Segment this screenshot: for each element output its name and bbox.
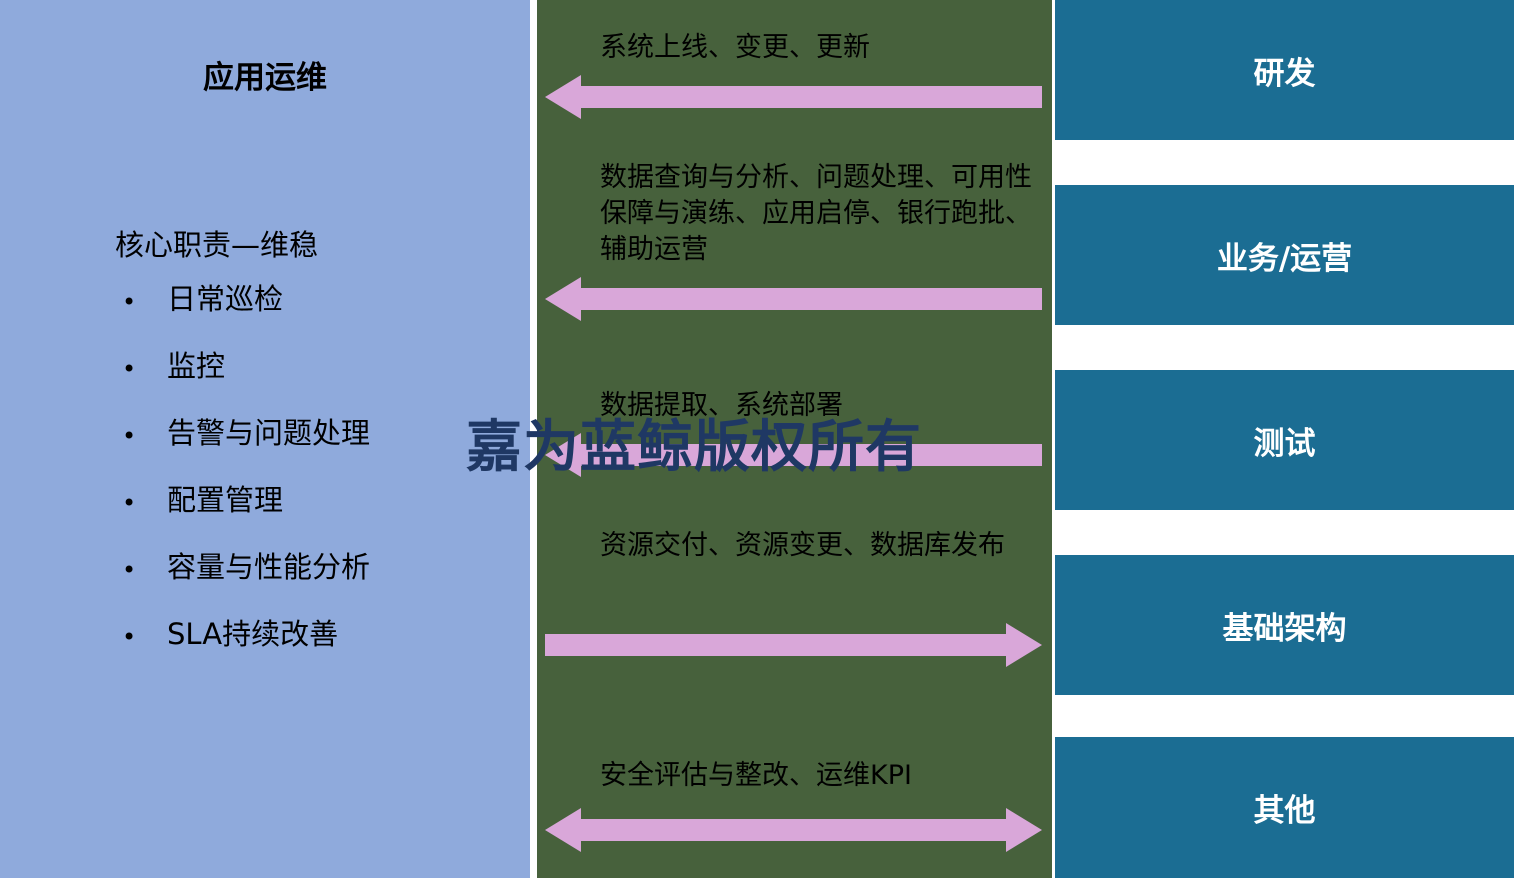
arrow-bar [581, 444, 1042, 466]
list-item: • 监控 [120, 348, 370, 385]
bullet-icon: • [122, 623, 137, 651]
bullet-icon: • [122, 355, 137, 383]
list-item: • 容量与性能分析 [120, 549, 370, 586]
subtitle: 核心职责—维稳 [115, 228, 319, 262]
list-item: • 日常巡检 [120, 281, 370, 318]
arrow-head [545, 277, 581, 321]
flow-label-5: 安全评估与整改、运维KPI [600, 760, 912, 791]
flow-label-1: 系统上线、变更、更新 [600, 32, 870, 63]
right-arrow-icon [545, 623, 1042, 667]
list-item: • 告警与问题处理 [120, 415, 370, 452]
watermark: 嘉为蓝鲸版权所有 [466, 415, 922, 480]
arrow-head [545, 75, 581, 119]
responsibility-list: • 日常巡检 • 监控 • 告警与问题处理 • 配置管理 • 容量与性能分析 • SLA持续… [120, 281, 370, 683]
left-arrow-icon [545, 277, 1042, 321]
dept-box-other: 其他 [1055, 737, 1514, 878]
arrow-bar [581, 288, 1042, 310]
flow-label-4: 资源交付、资源变更、数据库发布 [600, 530, 1005, 561]
arrow-head [1006, 623, 1042, 667]
flow-label-3: 数据提取、系统部署 [600, 390, 843, 421]
bullet-icon: • [122, 489, 137, 517]
list-item-label: 容量与性能分析 [167, 550, 371, 584]
left-panel: 应用运维 核心职责—维稳 • 日常巡检 • 监控 • 告警与问题处理 • 配置管理 • 容… [0, 0, 530, 878]
list-item-label: 配置管理 [167, 483, 284, 517]
double-arrow-icon [545, 808, 1042, 852]
arrow-head [545, 808, 581, 852]
page-title: 应用运维 [203, 60, 327, 96]
dept-box-business-ops: 业务/运营 [1055, 185, 1514, 325]
dept-box-rd: 研发 [1055, 0, 1514, 140]
left-arrow-icon [545, 75, 1042, 119]
list-item: • SLA持续改善 [120, 616, 370, 653]
flow-column [537, 0, 1052, 878]
list-item-label: SLA持续改善 [167, 617, 339, 651]
list-item-label: 日常巡检 [167, 282, 284, 316]
list-item-label: 监控 [167, 349, 226, 383]
bullet-icon: • [122, 422, 137, 450]
arrow-bar [581, 86, 1042, 108]
list-item: • 配置管理 [120, 482, 370, 519]
bullet-icon: • [122, 556, 137, 584]
dept-box-testing: 测试 [1055, 370, 1514, 510]
list-item-label: 告警与问题处理 [167, 416, 371, 450]
arrow-head [545, 433, 581, 477]
flow-label-2: 数据查询与分析、问题处理、可用性保障与演练、应用启停、银行跑批、辅助运营 [600, 162, 1032, 265]
bullet-icon: • [122, 288, 137, 316]
dept-box-infrastructure: 基础架构 [1055, 555, 1514, 695]
arrow-bar [545, 634, 1006, 656]
left-arrow-icon [545, 433, 1042, 477]
arrow-bar [581, 819, 1006, 841]
arrow-head [1006, 808, 1042, 852]
